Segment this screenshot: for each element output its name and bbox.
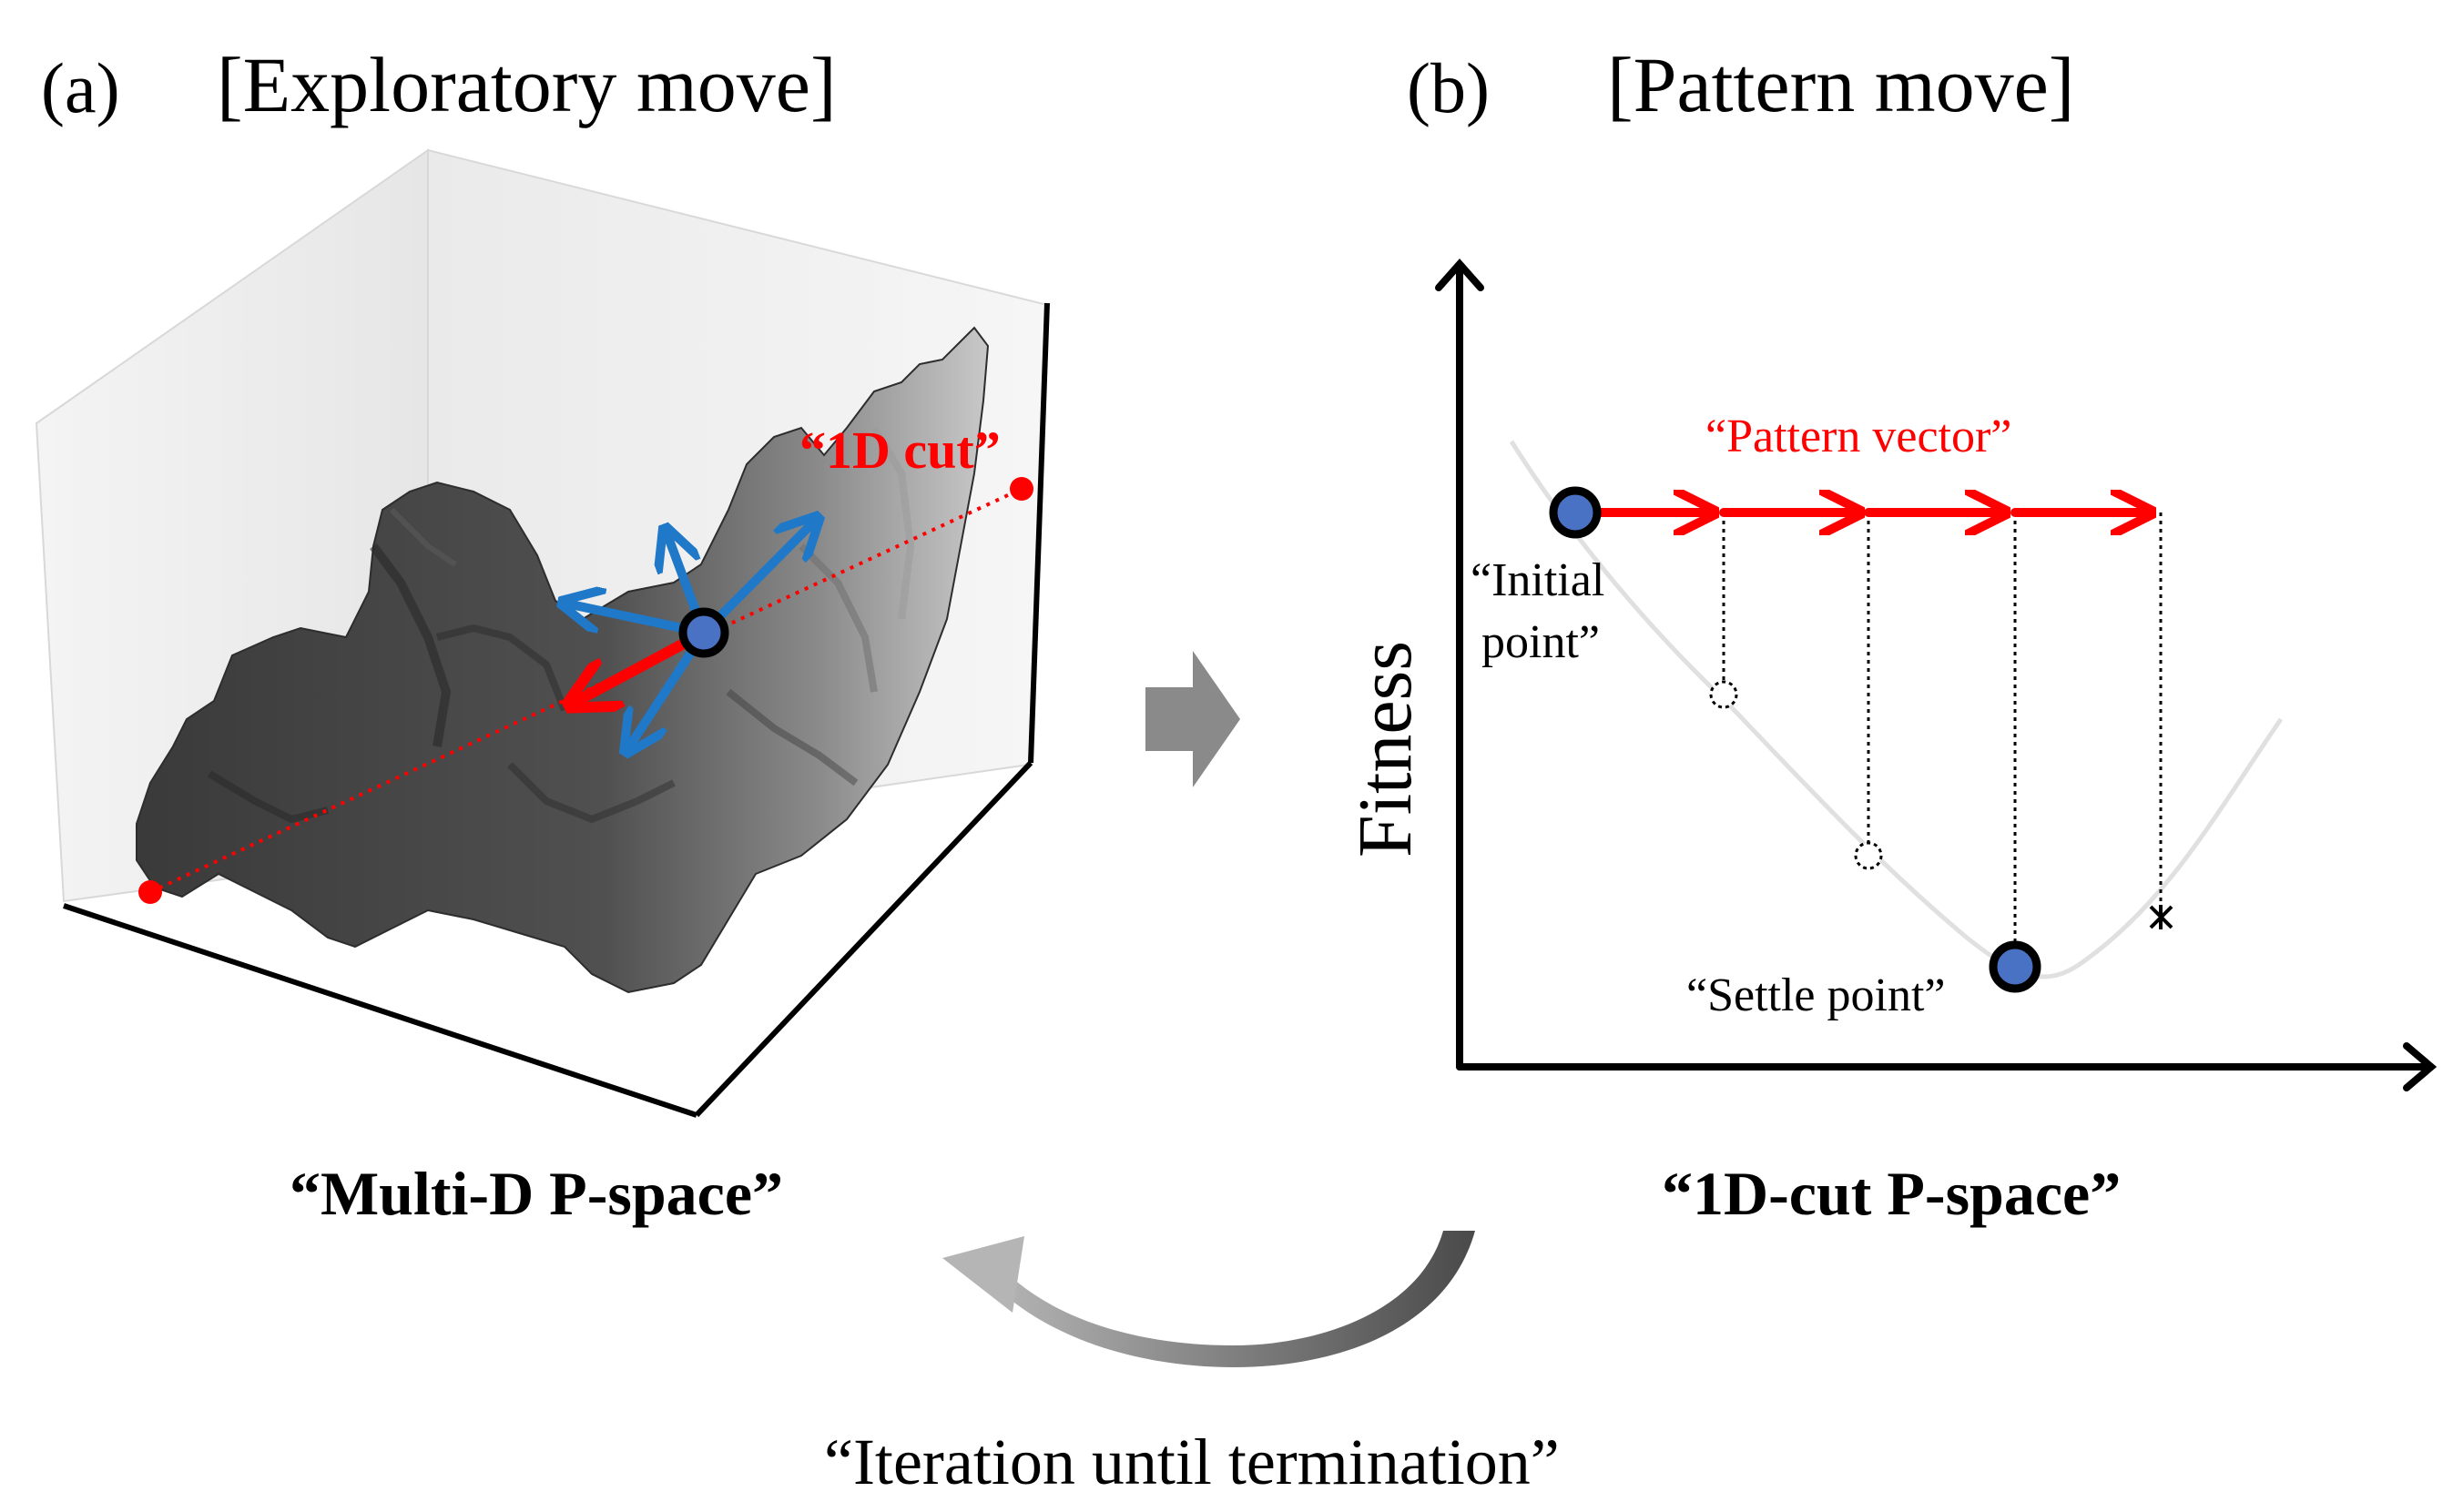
rejected-point-icon bbox=[2149, 905, 2173, 929]
fitness-curve bbox=[1509, 440, 2284, 979]
cut-end-point bbox=[1010, 477, 1033, 501]
panel-a-title: [Exploratory move] bbox=[217, 41, 837, 128]
panel-a-caption: “Multi-D P-space” bbox=[290, 1159, 784, 1228]
panel-b-title: [Pattern move] bbox=[1607, 41, 2075, 128]
current-point-marker bbox=[678, 607, 729, 658]
fitness-axis-label: Fitness bbox=[1343, 640, 1428, 857]
trial-point-2 bbox=[1854, 841, 1883, 870]
panel-b-tag: (b) bbox=[1407, 48, 1490, 127]
initial-point-label-line2: point” bbox=[1481, 616, 1600, 668]
panel-b-axes bbox=[1435, 258, 2438, 1091]
transition-arrow bbox=[1145, 651, 1240, 787]
panel-b-caption: “1D-cut P-space” bbox=[1662, 1159, 2122, 1228]
initial-point-label-line1: “Initial bbox=[1471, 554, 1605, 606]
initial-point-marker bbox=[1549, 486, 1602, 539]
iteration-label: “Iteration until termination” bbox=[824, 1426, 1560, 1498]
settle-point-marker bbox=[1989, 940, 2041, 993]
settle-point-label: “Settle point” bbox=[1686, 969, 1946, 1021]
1d-cut-label: “1D cut” bbox=[799, 421, 1001, 480]
iteration-loop-arrow bbox=[942, 1231, 1475, 1367]
panel-a-tag: (a) bbox=[41, 48, 120, 127]
projection-lines bbox=[1722, 512, 2163, 967]
trial-point-1 bbox=[1709, 680, 1738, 709]
explore-arrow-upright bbox=[699, 521, 815, 637]
pattern-vector-label: “Pattern vector” bbox=[1705, 411, 2012, 462]
cut-start-point bbox=[138, 880, 162, 904]
